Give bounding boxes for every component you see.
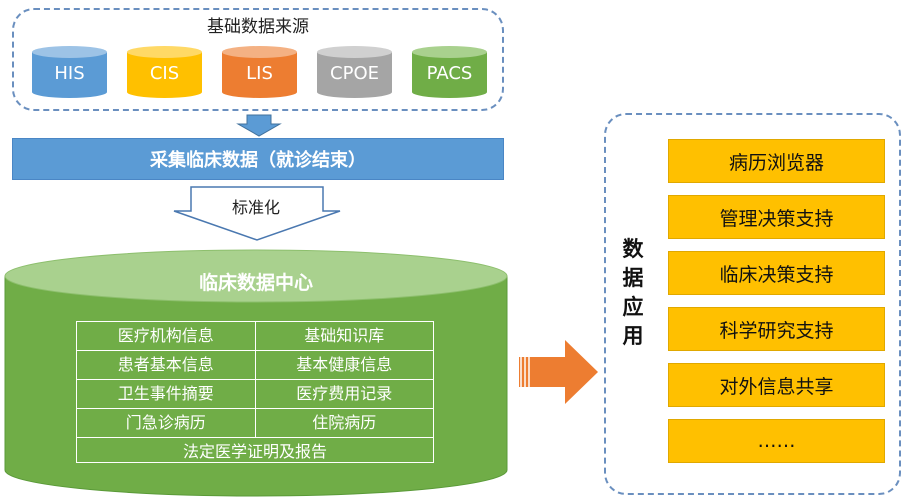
collect-bar-label: 采集临床数据（就诊结束）: [150, 150, 366, 171]
table-cell: 基础知识库: [304, 326, 385, 345]
table-cell: 基本健康信息: [296, 355, 393, 374]
application-item: 科学研究支持: [668, 307, 885, 351]
table-cell: 患者基本信息: [77, 351, 256, 379]
source-cylinder: [412, 52, 487, 98]
table-cell: 医疗机构信息: [77, 322, 256, 350]
table-cell: 门急诊病历: [77, 409, 256, 437]
application-item: 对外信息共享: [668, 363, 885, 407]
source-label: HIS: [54, 63, 84, 84]
source-cylinder: [127, 52, 202, 98]
source-label: PACS: [427, 63, 473, 84]
table-cell: 法定医学证明及报告: [182, 442, 327, 461]
data-applications-group: [604, 113, 901, 495]
source-cylinder: [317, 52, 392, 98]
right-arrow-icon: [519, 340, 598, 404]
clinical-data-center-cylinder: [4, 275, 508, 497]
table-cell: 医疗费用记录: [296, 384, 393, 403]
source-label: CPOE: [330, 63, 379, 84]
source-label: LIS: [246, 63, 273, 84]
source-label: CIS: [150, 63, 179, 84]
application-item: ……: [668, 419, 885, 463]
collect-clinical-data-bar: 采集临床数据（就诊结束）: [12, 138, 504, 180]
source-cylinder: [222, 52, 297, 98]
application-item: 病历浏览器: [668, 139, 885, 183]
source-cylinder-top: [412, 46, 487, 58]
data-sources-title: 基础数据来源: [207, 17, 309, 37]
down-arrow-icon: [236, 114, 282, 137]
data-applications-title: 数 据 应 用: [622, 237, 644, 348]
standardize-label: 标准化: [231, 198, 280, 217]
table-row: 法定医学证明及报告: [77, 438, 433, 466]
application-item: 临床决策支持: [668, 251, 885, 295]
center-table: 医疗机构信息 基础知识库 患者基本信息 基本健康信息 卫生事件摘要 医疗费用记录…: [76, 321, 434, 463]
source-cylinder-top: [317, 46, 392, 58]
source-cylinder: [32, 52, 107, 98]
table-cell: 卫生事件摘要: [77, 380, 256, 408]
source-cylinder-top: [222, 46, 297, 58]
data-sources-group: [12, 8, 504, 111]
application-list: 病历浏览器 管理决策支持 临床决策支持 科学研究支持 对外信息共享 ……: [668, 139, 885, 463]
clinical-data-center-title: 临床数据中心: [198, 272, 313, 294]
source-cylinder-top: [127, 46, 202, 58]
table-row: 门急诊病历 住院病历: [77, 409, 433, 438]
standardize-arrow-icon: [173, 186, 341, 241]
table-row: 患者基本信息 基本健康信息: [77, 351, 433, 380]
table-cell: 住院病历: [312, 413, 377, 432]
source-cylinder-top: [32, 46, 107, 58]
table-row: 卫生事件摘要 医疗费用记录: [77, 380, 433, 409]
application-item: 管理决策支持: [668, 195, 885, 239]
clinical-data-center-top: [4, 249, 508, 303]
table-row: 医疗机构信息 基础知识库: [77, 322, 433, 351]
